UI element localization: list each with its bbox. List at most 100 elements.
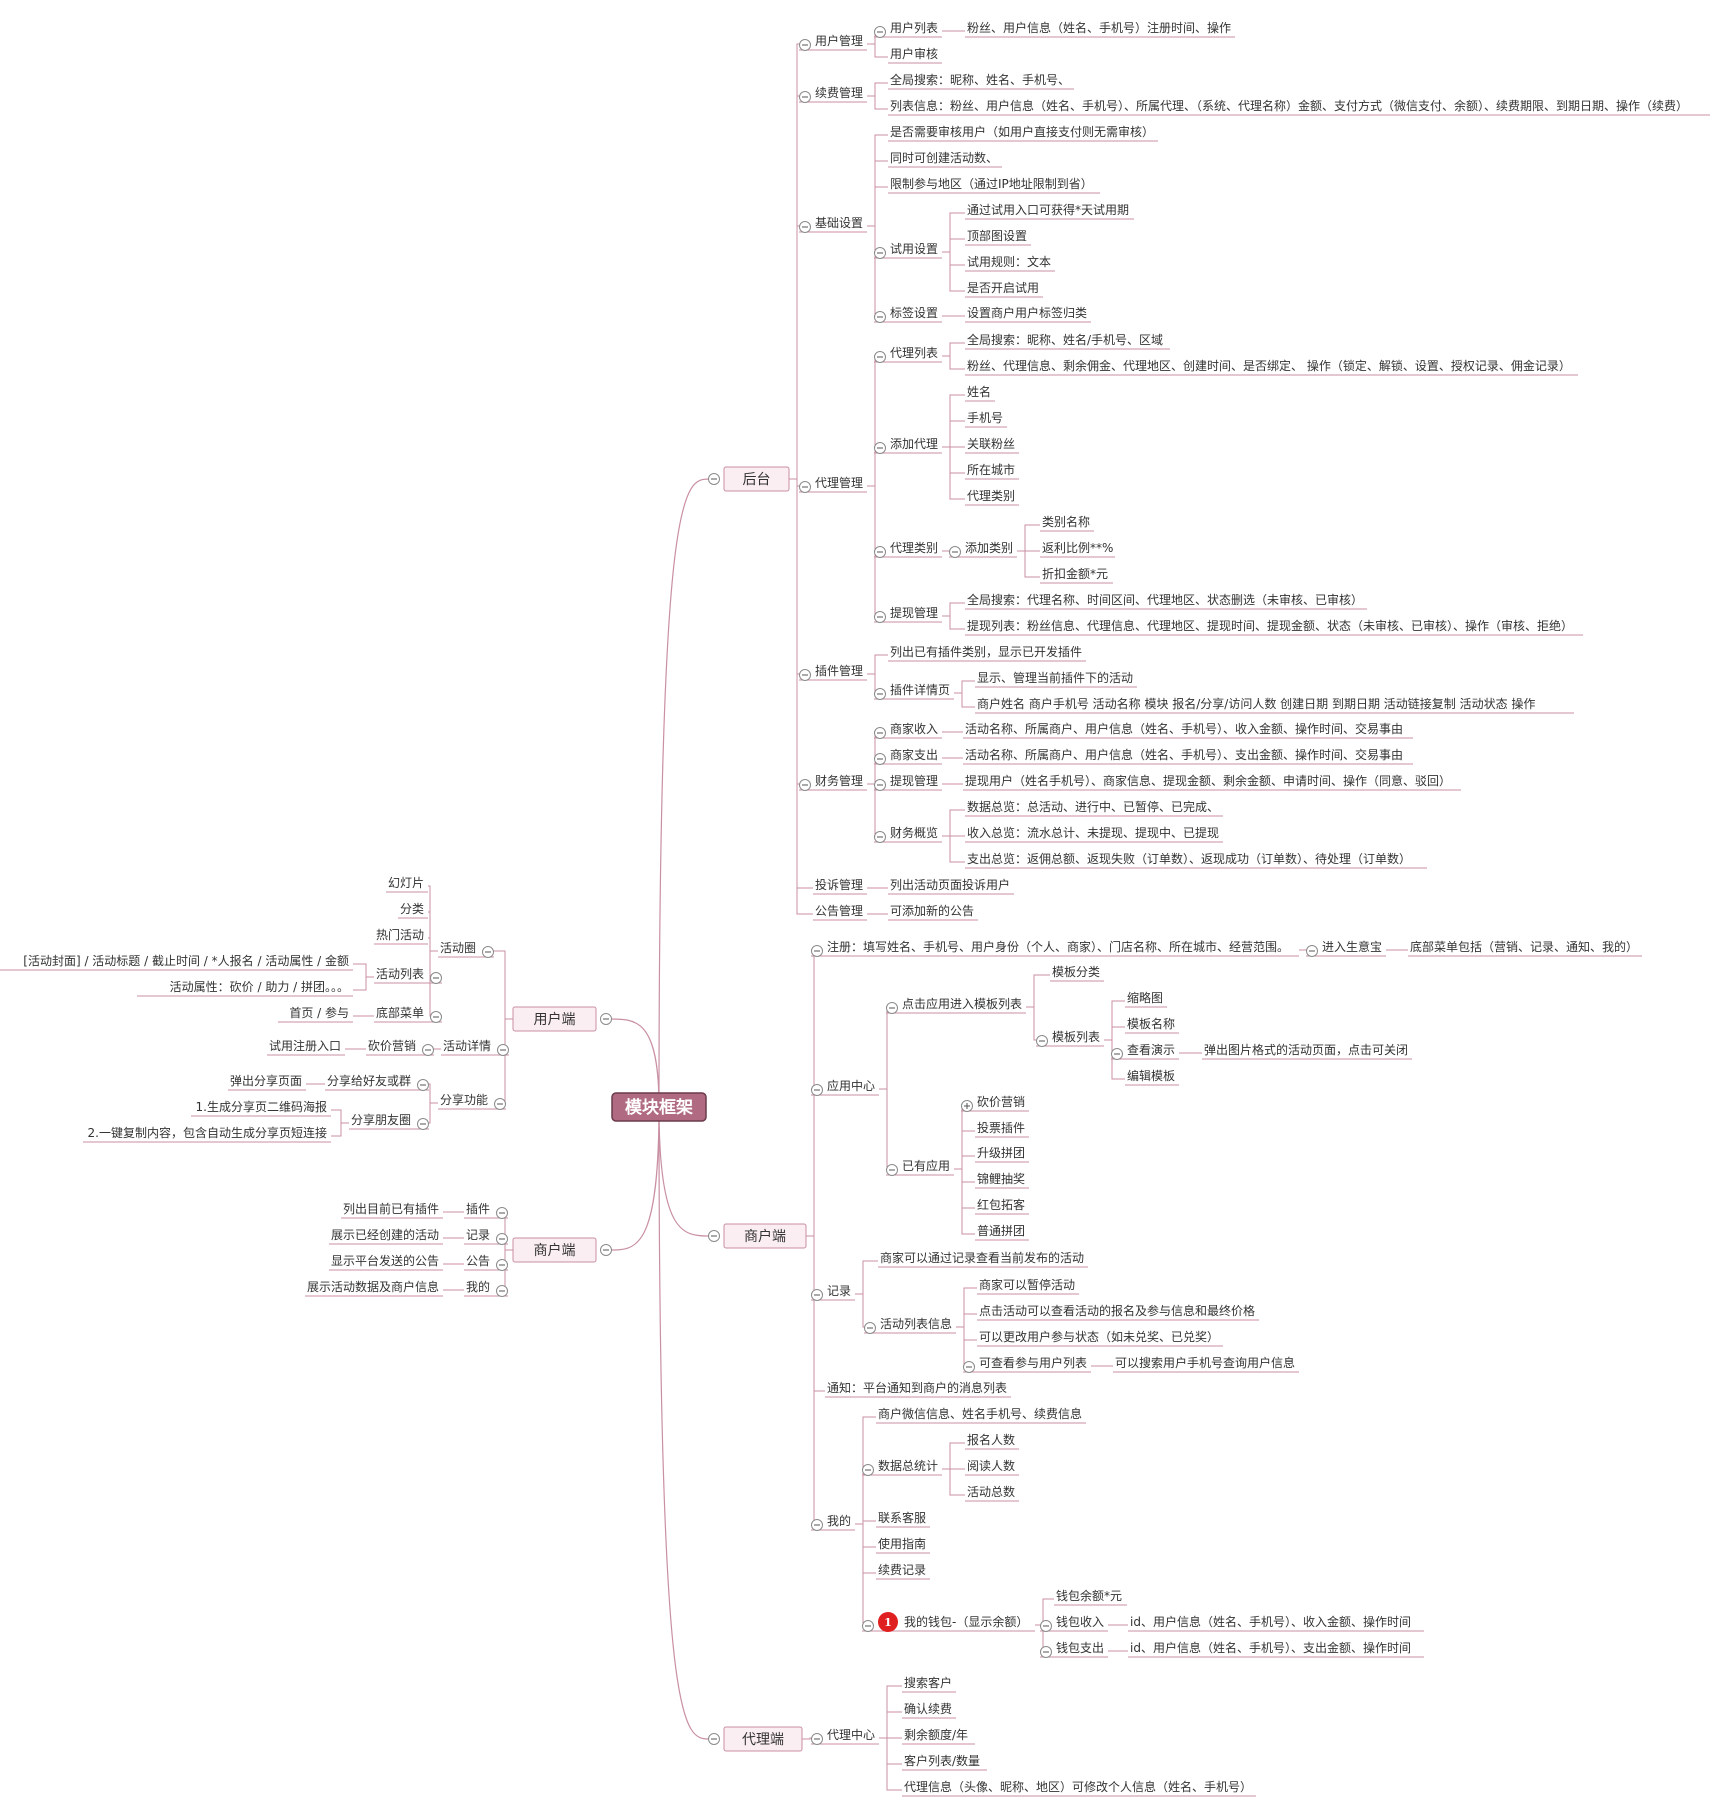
node-b4c1b[interactable]: 返利比例**% (1040, 541, 1115, 558)
node-s2b2[interactable]: 投票插件 (975, 1120, 1029, 1138)
node-m1-toggle-icon[interactable] (496, 1207, 508, 1219)
branch-yonghu-toggle-icon[interactable] (600, 1013, 612, 1025)
node-m4-toggle-icon[interactable] (496, 1285, 508, 1297)
node-b3e-toggle-icon[interactable] (874, 311, 886, 323)
node-s3[interactable]: 记录 (811, 1284, 855, 1301)
node-b5b-toggle-icon[interactable] (874, 688, 886, 700)
node-s3-toggle-icon[interactable] (811, 1289, 823, 1301)
node-s5f2-toggle-icon[interactable] (1040, 1620, 1052, 1632)
node-b4a-toggle-icon[interactable] (874, 351, 886, 363)
node-b6[interactable]: 财务管理 (799, 773, 867, 791)
node-b6d1[interactable]: 数据总览：总活动、进行中、已暂停、已完成、 (965, 799, 1223, 817)
node-y1e1[interactable]: 首页 / 参与 (278, 1005, 353, 1023)
node-s2a2-toggle-icon[interactable] (1036, 1035, 1048, 1047)
node-m3[interactable]: 公告 (464, 1254, 508, 1271)
node-y1a[interactable]: 幻灯片 (386, 876, 428, 893)
node-s2b1[interactable]: 砍价营销 (961, 1094, 1029, 1112)
node-s5f[interactable]: 我的钱包-（显示余额）1 (862, 1612, 1035, 1632)
node-s3a[interactable]: 商家可以通过记录查看当前发布的活动 (878, 1250, 1088, 1268)
node-s2a2c[interactable]: 查看演示 (1111, 1042, 1179, 1060)
node-s2b4[interactable]: 锦鲤抽奖 (975, 1172, 1029, 1189)
node-m2-toggle-icon[interactable] (496, 1233, 508, 1245)
node-b4c1[interactable]: 添加类别 (949, 541, 1017, 558)
node-y2[interactable]: 活动详情 (441, 1038, 509, 1056)
node-s1a1[interactable]: 底部菜单包括（营销、记录、通知、我的） (1408, 939, 1642, 957)
branch-shanghu-toggle-icon[interactable] (708, 1230, 720, 1242)
node-d1a[interactable]: 搜索客户 (902, 1675, 956, 1693)
node-s5f3-toggle-icon[interactable] (1040, 1646, 1052, 1658)
node-b6c1[interactable]: 提现用户（姓名手机号）、商家信息、提现金额、剩余金额、申请时间、操作（同意、驳回… (963, 773, 1461, 791)
node-s3b4a[interactable]: 可以搜索用户手机号查询用户信息 (1113, 1355, 1299, 1373)
node-b4b1[interactable]: 姓名 (965, 384, 995, 402)
node-d1[interactable]: 代理中心 (811, 1727, 879, 1745)
node-b8a[interactable]: 可添加新的公告 (888, 903, 978, 921)
node-y1e[interactable]: 底部菜单 (374, 1005, 442, 1023)
node-y1d-toggle-icon[interactable] (430, 972, 442, 984)
node-b3d1[interactable]: 通过试用入口可获得*天试用期 (965, 202, 1134, 220)
node-b6d[interactable]: 财务概览 (874, 825, 942, 843)
node-b2b[interactable]: 列表信息：粉丝、用户信息（姓名、手机号）、所属代理、（系统、代理名称）金额、支付… (888, 98, 1710, 116)
node-b2a[interactable]: 全局搜索：昵称、姓名、手机号、 (888, 72, 1074, 90)
node-s2a1[interactable]: 模板分类 (1050, 965, 1104, 982)
node-b4d1[interactable]: 全局搜索：代理名称、时间区间、代理地区、状态删选（未审核、已审核） (965, 592, 1367, 610)
node-y1d2[interactable]: 活动属性：砍价 / 助力 / 拼团。。。 (137, 979, 353, 997)
node-b6-toggle-icon[interactable] (799, 779, 811, 791)
node-b6d2[interactable]: 收入总览：流水总计、未提现、提现中、已提现 (965, 825, 1223, 843)
node-b4b2[interactable]: 手机号 (965, 411, 1007, 428)
node-b6d3[interactable]: 支出总览：返佣总额、返现失败（订单数）、返现成功（订单数）、待处理（订单数） (965, 851, 1427, 869)
node-s5d[interactable]: 使用指南 (876, 1536, 930, 1554)
node-s2b1-toggle-icon[interactable] (961, 1100, 973, 1112)
node-b5a[interactable]: 列出已有插件类别，显示已开发插件 (888, 644, 1086, 662)
node-y3b[interactable]: 分享朋友圈 (349, 1112, 429, 1130)
node-s5e[interactable]: 续费记录 (876, 1563, 930, 1580)
node-y3a1[interactable]: 弹出分享页面 (228, 1073, 306, 1091)
node-s5b-toggle-icon[interactable] (862, 1464, 874, 1476)
node-s1a-toggle-icon[interactable] (1306, 945, 1318, 957)
node-b4b[interactable]: 添加代理 (874, 437, 942, 454)
node-s1-toggle-icon[interactable] (811, 945, 823, 957)
node-s2a2c-toggle-icon[interactable] (1111, 1048, 1123, 1060)
node-b1a1[interactable]: 粉丝、用户信息（姓名、手机号）注册时间、操作 (965, 20, 1235, 38)
node-b4c1a[interactable]: 类别名称 (1040, 514, 1094, 532)
node-y3[interactable]: 分享功能 (438, 1092, 506, 1110)
node-d1b[interactable]: 确认续费 (902, 1702, 956, 1719)
branch-shanghu[interactable]: 商户端 (708, 1223, 807, 1249)
node-y3a[interactable]: 分享给好友或群 (325, 1073, 429, 1091)
node-b3d3[interactable]: 试用规则：文本 (965, 254, 1055, 272)
node-s1a[interactable]: 进入生意宝 (1306, 939, 1386, 957)
node-s2-toggle-icon[interactable] (811, 1084, 823, 1096)
node-s5f2[interactable]: 钱包收入 (1040, 1614, 1108, 1632)
node-s5b2[interactable]: 阅读人数 (965, 1458, 1019, 1476)
node-b4-toggle-icon[interactable] (799, 481, 811, 493)
branch-houtai-toggle-icon[interactable] (708, 473, 720, 485)
node-s3b[interactable]: 活动列表信息 (864, 1316, 956, 1334)
node-s5f2a[interactable]: id、用户信息（姓名、手机号）、收入金额、操作时间 (1128, 1614, 1424, 1632)
node-s3b4-toggle-icon[interactable] (963, 1361, 975, 1373)
node-b6a[interactable]: 商家收入 (874, 721, 942, 739)
node-b4b5[interactable]: 代理类别 (965, 489, 1019, 506)
node-b8[interactable]: 公告管理 (813, 903, 867, 921)
node-s5[interactable]: 我的 (811, 1513, 855, 1531)
node-b4c1-toggle-icon[interactable] (949, 546, 961, 558)
node-b4b-toggle-icon[interactable] (874, 442, 886, 454)
node-y3a-toggle-icon[interactable] (417, 1079, 429, 1091)
node-s5f3a[interactable]: id、用户信息（姓名、手机号）、支出金额、操作时间 (1128, 1640, 1424, 1658)
node-b6b1[interactable]: 活动名称、所属商户、用户信息（姓名、手机号）、支出金额、操作时间、交易事由 (963, 747, 1413, 765)
node-s4[interactable]: 通知：平台通知到商户的消息列表 (825, 1380, 1011, 1398)
node-b7a[interactable]: 列出活动页面投诉用户 (888, 877, 1014, 895)
node-b6a-toggle-icon[interactable] (874, 727, 886, 739)
node-b5[interactable]: 插件管理 (799, 663, 867, 681)
branch-yonghu[interactable]: 用户端 (512, 1006, 612, 1032)
node-y2a1[interactable]: 试用注册入口 (267, 1038, 345, 1056)
node-s3b1[interactable]: 商家可以暂停活动 (977, 1277, 1079, 1295)
node-s2b3[interactable]: 升级拼团 (975, 1146, 1029, 1163)
node-b3d4[interactable]: 是否开启试用 (965, 280, 1043, 298)
branch-shanghu-left-toggle-icon[interactable] (600, 1244, 612, 1256)
node-s5c[interactable]: 联系客服 (876, 1510, 930, 1528)
node-b7[interactable]: 投诉管理 (813, 877, 867, 895)
node-y3b2[interactable]: 2.一键复制内容，包含自动生成分享页短连接 (83, 1125, 331, 1143)
node-b4a[interactable]: 代理列表 (874, 346, 942, 363)
node-b4d[interactable]: 提现管理 (874, 605, 942, 623)
node-b6c[interactable]: 提现管理 (874, 773, 942, 791)
node-d1d[interactable]: 客户列表/数量 (902, 1753, 987, 1771)
